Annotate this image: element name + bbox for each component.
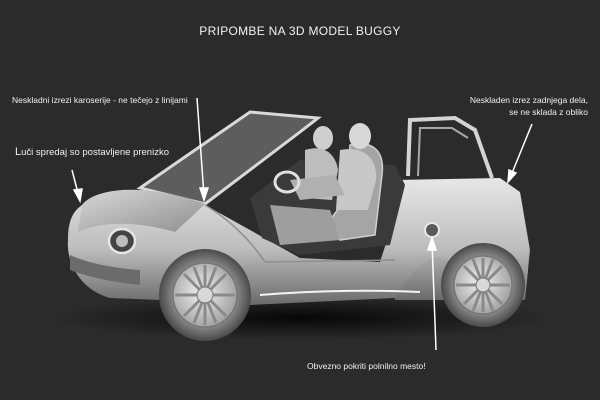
occupants <box>270 123 377 245</box>
annotation-arrows <box>71 97 533 351</box>
headlight-inner <box>116 235 128 247</box>
front-wheel <box>159 249 251 341</box>
roll-bar-inner <box>417 127 469 177</box>
annotation-front-lights-initial: L <box>15 146 22 158</box>
annotation-front-lights: Luči spredaj so postavljene prenizko <box>15 146 169 159</box>
side-crease <box>259 289 421 296</box>
annotation-bodywork-cutouts: Neskladni izrezi karoserije - ne tečejo … <box>12 95 188 105</box>
annotation-charging-port: Obvezno pokriti polnilno mesto! <box>307 361 426 371</box>
page-title: PRIPOMBE NA 3D MODEL BUGGY <box>199 24 401 38</box>
rear-wheel <box>441 243 525 327</box>
front-grille <box>70 255 140 285</box>
charging-port <box>424 222 440 238</box>
roll-bar <box>406 115 494 179</box>
hood <box>78 189 205 232</box>
annotation-rear-cutout-line2: se ne sklada z obliko <box>509 107 588 117</box>
annotation-rear-cutout-line1: Neskladen izrez zadnjega dela, <box>469 95 588 105</box>
annotation-rear-cutout: Neskladen izrez zadnjega dela, se ne skl… <box>470 94 588 118</box>
annotation-front-lights-text: uči spredaj so postavljene prenizko <box>21 147 169 158</box>
door-line <box>204 204 396 263</box>
